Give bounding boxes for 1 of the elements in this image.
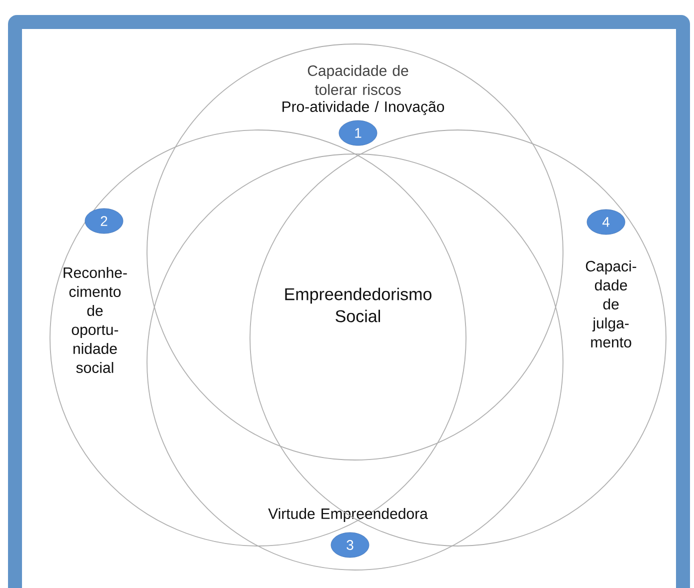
center-label: Empreendedorismo Social xyxy=(285,288,432,322)
